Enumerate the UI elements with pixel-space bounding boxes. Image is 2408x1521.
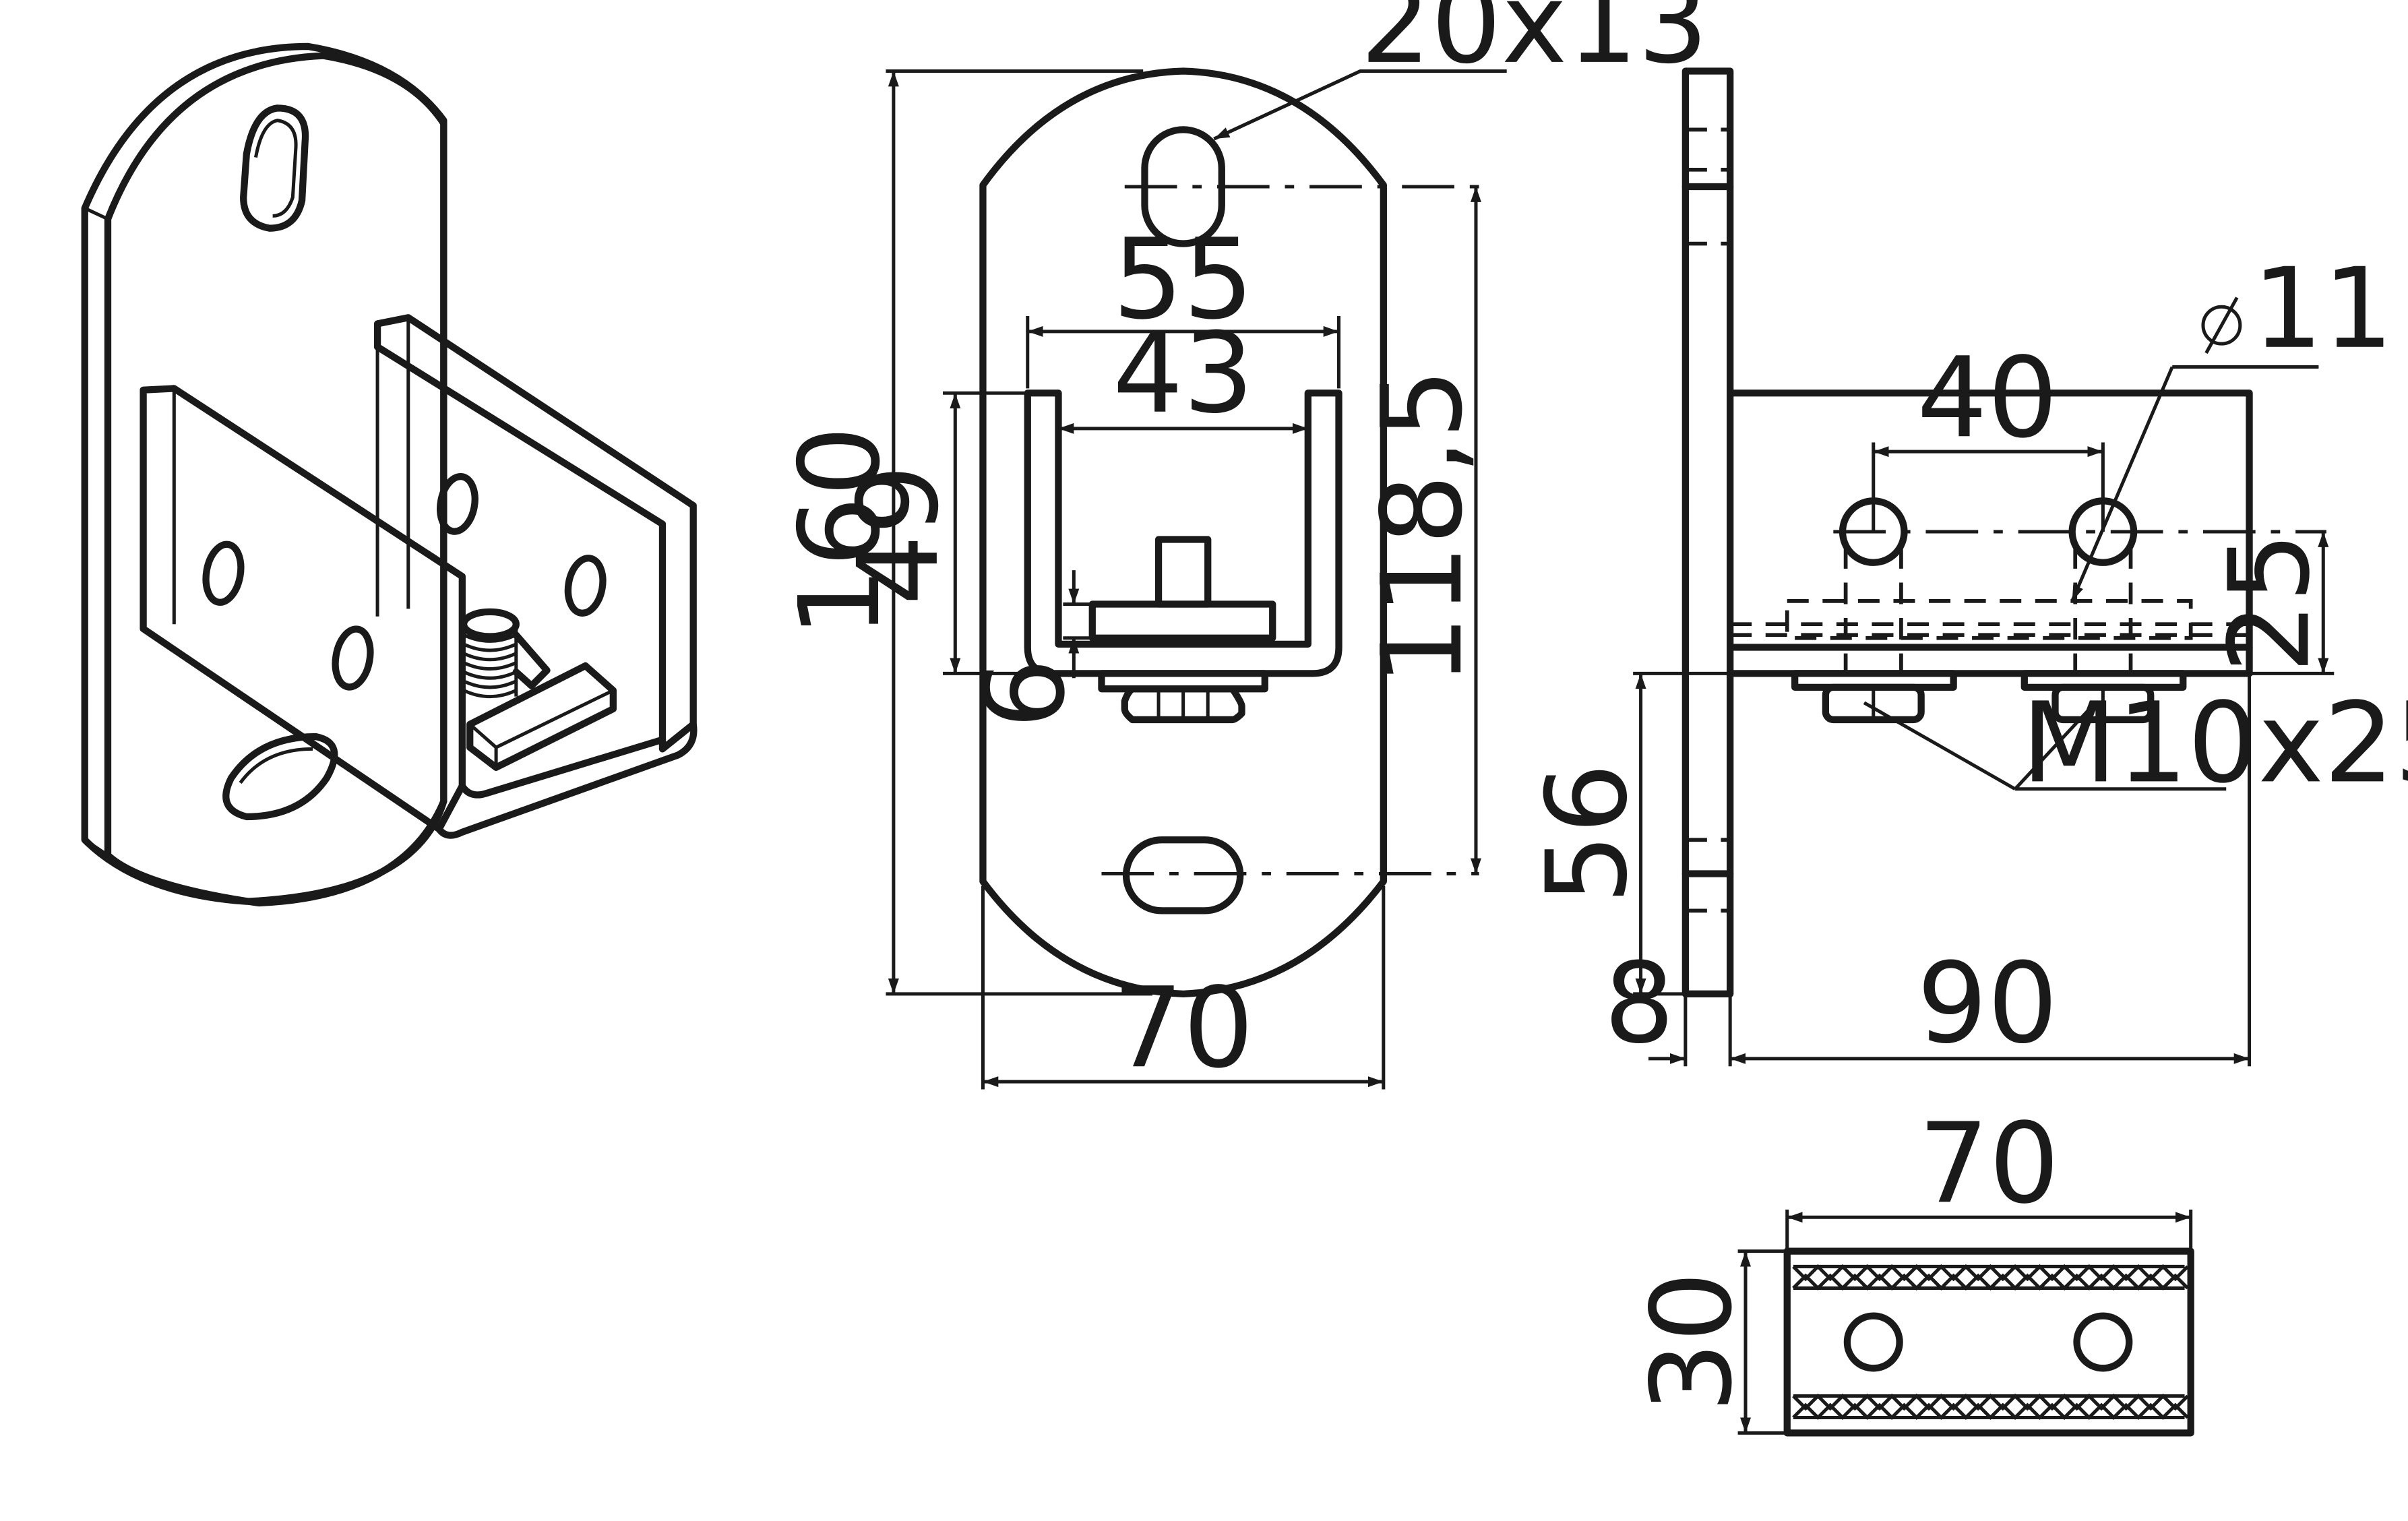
front-clamp-plate bbox=[1088, 600, 1276, 642]
bottom-serration-bottom bbox=[1792, 1393, 2189, 1421]
bottom-hole-right bbox=[2073, 1312, 2133, 1372]
bottom-serration-top bbox=[1792, 1264, 2189, 1291]
bottom-dimensions: 70 30 bbox=[1627, 1098, 2193, 1435]
dim-plate-width: 70 bbox=[1113, 963, 1254, 1092]
front-nut bbox=[1121, 685, 1245, 724]
iso-bracket-bottom bbox=[435, 720, 698, 839]
front-dimensions: 20x13 55 43 160 49 118,5 6 70 bbox=[775, 0, 1708, 1092]
dim-bracket-outer: 55 bbox=[1113, 214, 1254, 344]
dim-slot-distance: 118,5 bbox=[1357, 369, 1487, 686]
iso-bracket-back-wall bbox=[373, 314, 697, 753]
side-plate bbox=[1681, 67, 1734, 997]
dim-projection: 90 bbox=[1917, 939, 2058, 1068]
dim-lower-offset: 56 bbox=[1522, 763, 1652, 904]
front-view bbox=[979, 67, 1479, 997]
iso-plate-edge bbox=[81, 42, 447, 905]
dim-hole-diameter: 11 bbox=[2252, 244, 2393, 373]
iso-clamp-plate bbox=[466, 662, 617, 771]
dim-hole-height: 25 bbox=[2204, 532, 2334, 673]
iso-lower-slot bbox=[222, 733, 338, 821]
bottom-hole-left bbox=[1843, 1312, 1903, 1372]
bottom-view bbox=[1783, 1247, 2194, 1437]
dim-bottom-height: 30 bbox=[1627, 1272, 1756, 1413]
dim-bracket-inner: 43 bbox=[1113, 309, 1254, 438]
dim-hole-spacing: 40 bbox=[1917, 333, 2058, 462]
iso-bracket-front-wall bbox=[140, 385, 466, 833]
dim-slot: 20x13 bbox=[1361, 0, 1708, 88]
iso-plate-front bbox=[104, 52, 447, 907]
diameter-icon bbox=[2201, 297, 2242, 354]
side-view bbox=[1681, 67, 2326, 997]
front-plate-outline bbox=[979, 67, 1387, 997]
dim-plate-thickness: 8 bbox=[1604, 939, 1675, 1068]
iso-bolt bbox=[460, 608, 551, 699]
isometric-view bbox=[81, 42, 698, 907]
dim-base-thickness: 6 bbox=[960, 658, 1089, 729]
dim-bracket-height: 49 bbox=[834, 464, 963, 605]
dim-bottom-width: 70 bbox=[1919, 1098, 2060, 1228]
iso-upper-slot bbox=[240, 104, 309, 232]
bottom-outline bbox=[1783, 1247, 2194, 1437]
dim-plate-height: 160 bbox=[775, 426, 904, 638]
front-bracket bbox=[1024, 390, 1342, 677]
